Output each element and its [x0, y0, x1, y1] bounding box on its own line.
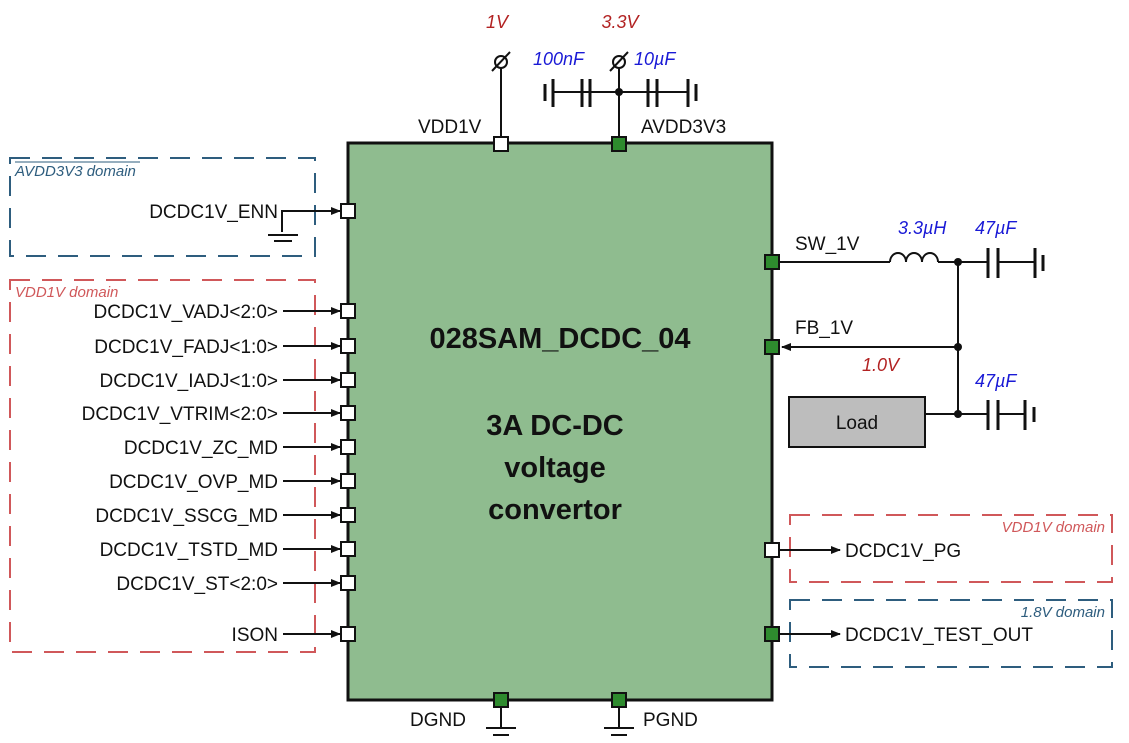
avdd3v3-supply-label: 3.3V — [601, 12, 640, 32]
pin-dcdc1v-enn[interactable] — [340, 203, 356, 219]
ground-icon — [604, 707, 634, 736]
domain-box-vdd1v-left: VDD1V domain — [9, 279, 316, 653]
load-block[interactable] — [788, 396, 926, 448]
pin-label-dcdc1v-sscg-md: DCDC1V_SSCG_MD — [95, 506, 278, 527]
pin-label-dcdc1v-fadj-1-0: DCDC1V_FADJ<1:0> — [94, 337, 278, 358]
vdd1v-supply-label: 1V — [486, 12, 510, 32]
domain-label-vdd1v-right: VDD1V domain — [1002, 519, 1105, 536]
pin-label-dcdc1v-iadj-1-0: DCDC1V_IADJ<1:0> — [100, 371, 278, 392]
ground-icon — [268, 234, 298, 242]
chip-desc-line-2: voltage — [504, 452, 606, 484]
pin-label-dcdc1v-st-2-0: DCDC1V_ST<2:0> — [116, 574, 278, 595]
domain-box-avdd3v3: AVDD3V3 domain — [9, 157, 316, 257]
pin-label-dcdc1v-zc-md: DCDC1V_ZC_MD — [124, 438, 278, 459]
pin-label-ison: ISON — [232, 625, 278, 646]
pin-label-dcdc1v-vadj-2-0: DCDC1V_VADJ<2:0> — [94, 302, 278, 323]
capacitor-10uf-icon — [619, 79, 698, 107]
inductor-icon — [889, 252, 939, 263]
pin-label-pgnd: PGND — [643, 710, 698, 731]
pin-label-dgnd: DGND — [410, 710, 466, 731]
pin-dcdc1v-vadj-2-0[interactable] — [340, 303, 356, 319]
pin-label-dcdc1v-tstd-md: DCDC1V_TSTD_MD — [100, 540, 278, 561]
domain-label-1v8: 1.8V domain — [1021, 604, 1105, 621]
pin-dcdc1v-vtrim-2-0[interactable] — [340, 405, 356, 421]
chip-desc-line-3: convertor — [488, 494, 622, 526]
fb-voltage-label: 1.0V — [862, 355, 901, 375]
pin-dcdc1v-sscg-md[interactable] — [340, 507, 356, 523]
chip-name: 028SAM_DCDC_04 — [429, 323, 690, 355]
pin-dcdc1v-ovp-md[interactable] — [340, 473, 356, 489]
inductor-value-label: 3.3µH — [898, 218, 947, 238]
pin-dcdc1v-zc-md[interactable] — [340, 439, 356, 455]
pin-vdd1v[interactable] — [493, 136, 509, 152]
pin-avdd3v3[interactable] — [611, 136, 627, 152]
pin-dgnd[interactable] — [493, 692, 509, 708]
chip-body[interactable] — [346, 141, 774, 702]
capacitor-100nf-icon — [543, 79, 619, 107]
pin-fb-1v[interactable] — [764, 339, 780, 355]
domain-label-vdd1v-left: VDD1V domain — [15, 284, 118, 301]
output-label-dcdc1v-test-out: DCDC1V_TEST_OUT — [845, 625, 1033, 646]
pin-sw-1v[interactable] — [764, 254, 780, 270]
pin-label-sw-1v: SW_1V — [795, 234, 860, 255]
pin-label-dcdc1v-vtrim-2-0: DCDC1V_VTRIM<2:0> — [82, 404, 278, 425]
pin-label-avdd3v3: AVDD3V3 — [641, 117, 726, 138]
domain-label-avdd3v3: AVDD3V3 domain — [14, 163, 136, 180]
cap-100nf-label: 100nF — [533, 49, 585, 69]
pin-ison[interactable] — [340, 626, 356, 642]
pin-label-dcdc1v-enn: DCDC1V_ENN — [149, 202, 278, 223]
chip-desc-line-1: 3A DC-DC — [486, 410, 624, 442]
capacitor-bottom-47uf-icon — [986, 400, 1036, 430]
pin-dcdc1v-pg[interactable] — [764, 542, 780, 558]
output-label-dcdc1v-pg: DCDC1V_PG — [845, 541, 961, 562]
load-label: Load — [836, 413, 878, 434]
cap-top-47uf-label: 47µF — [975, 218, 1017, 238]
pin-dcdc1v-fadj-1-0[interactable] — [340, 338, 356, 354]
pin-label-vdd1v: VDD1V — [418, 117, 482, 138]
pin-dcdc1v-tstd-md[interactable] — [340, 541, 356, 557]
pin-label-fb-1v: FB_1V — [795, 318, 853, 339]
pin-dcdc1v-st-2-0[interactable] — [340, 575, 356, 591]
capacitor-top-47uf-icon — [986, 248, 1045, 278]
cap-10uf-label: 10µF — [634, 49, 676, 69]
pin-pgnd[interactable] — [611, 692, 627, 708]
pin-dcdc1v-test-out[interactable] — [764, 626, 780, 642]
pin-dcdc1v-iadj-1-0[interactable] — [340, 372, 356, 388]
left-input-pins: DCDC1V_VADJ<2:0> DCDC1V_FADJ<1:0> DCDC1V_I… — [82, 302, 356, 646]
ground-icon — [486, 707, 516, 736]
cap-bottom-47uf-label: 47µF — [975, 371, 1017, 391]
domain-box-vdd1v-right: VDD1V domain — [789, 514, 1113, 583]
pin-label-dcdc1v-ovp-md: DCDC1V_OVP_MD — [109, 472, 278, 493]
